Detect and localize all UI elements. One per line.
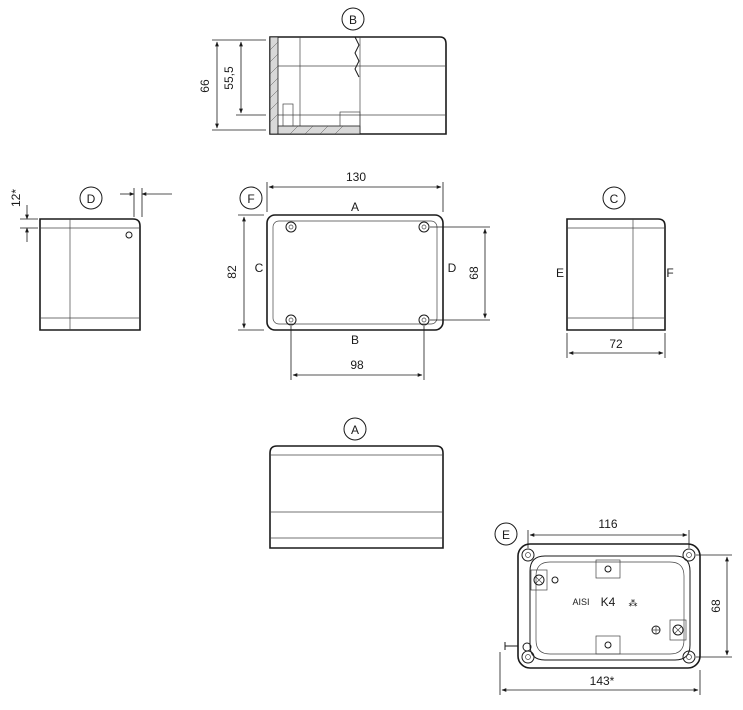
view-e-mark-k4: K4	[601, 595, 616, 609]
view-e-body	[517, 543, 701, 669]
view-f-edge-bottom: B	[351, 333, 359, 347]
view-c: C 72 E F	[556, 186, 674, 358]
view-f-dim-hole-x: 98	[350, 358, 364, 372]
view-a-label: A	[351, 423, 359, 437]
view-e-label: E	[502, 528, 510, 542]
view-a: A	[269, 417, 444, 549]
view-d-dim-lid: 12*	[9, 189, 23, 207]
view-f-dim-height: 82	[225, 265, 239, 279]
view-b-dim-inner: 55,5	[222, 66, 236, 90]
view-d-body	[39, 218, 141, 331]
view-c-body	[566, 218, 666, 331]
view-f: F 130 82 98 68 A B C D	[225, 170, 490, 380]
view-f-dim-width: 130	[346, 170, 366, 184]
view-e-mark-sym: ⁂	[629, 598, 638, 608]
view-f-edge-left: C	[255, 261, 264, 275]
view-f-screws	[285, 221, 430, 326]
view-b-label: B	[349, 13, 357, 27]
view-d: D 12*	[9, 186, 172, 331]
view-f-badge	[239, 186, 263, 210]
view-e-mark-aisi: AISI	[572, 597, 589, 607]
view-c-edge-right: F	[666, 266, 673, 280]
view-d-label: D	[87, 192, 96, 206]
view-a-badge	[343, 417, 367, 441]
view-f-edge-top: A	[351, 200, 359, 214]
view-a-body	[269, 445, 444, 549]
view-f-edge-right: D	[448, 261, 457, 275]
view-b-body	[269, 36, 447, 135]
view-b-badge	[341, 7, 365, 31]
view-e-badge	[494, 522, 518, 546]
view-e: E AISI K4 ⁂	[494, 517, 732, 695]
view-b: B 66 55,5	[198, 7, 447, 135]
view-f-dim-hole-y: 68	[467, 266, 481, 280]
view-c-dim-depth: 72	[609, 337, 623, 351]
view-c-badge	[602, 186, 626, 210]
view-e-dim-hole-x: 116	[598, 517, 617, 531]
view-f-label: F	[247, 192, 254, 206]
view-c-edge-left: E	[556, 266, 564, 280]
view-f-body	[266, 214, 444, 331]
view-e-dim-overall: 143*	[590, 674, 615, 688]
view-d-badge	[79, 186, 103, 210]
view-b-dim-height: 66	[198, 79, 212, 93]
view-c-label: C	[610, 192, 619, 206]
view-e-dim-hole-y: 68	[709, 599, 723, 613]
